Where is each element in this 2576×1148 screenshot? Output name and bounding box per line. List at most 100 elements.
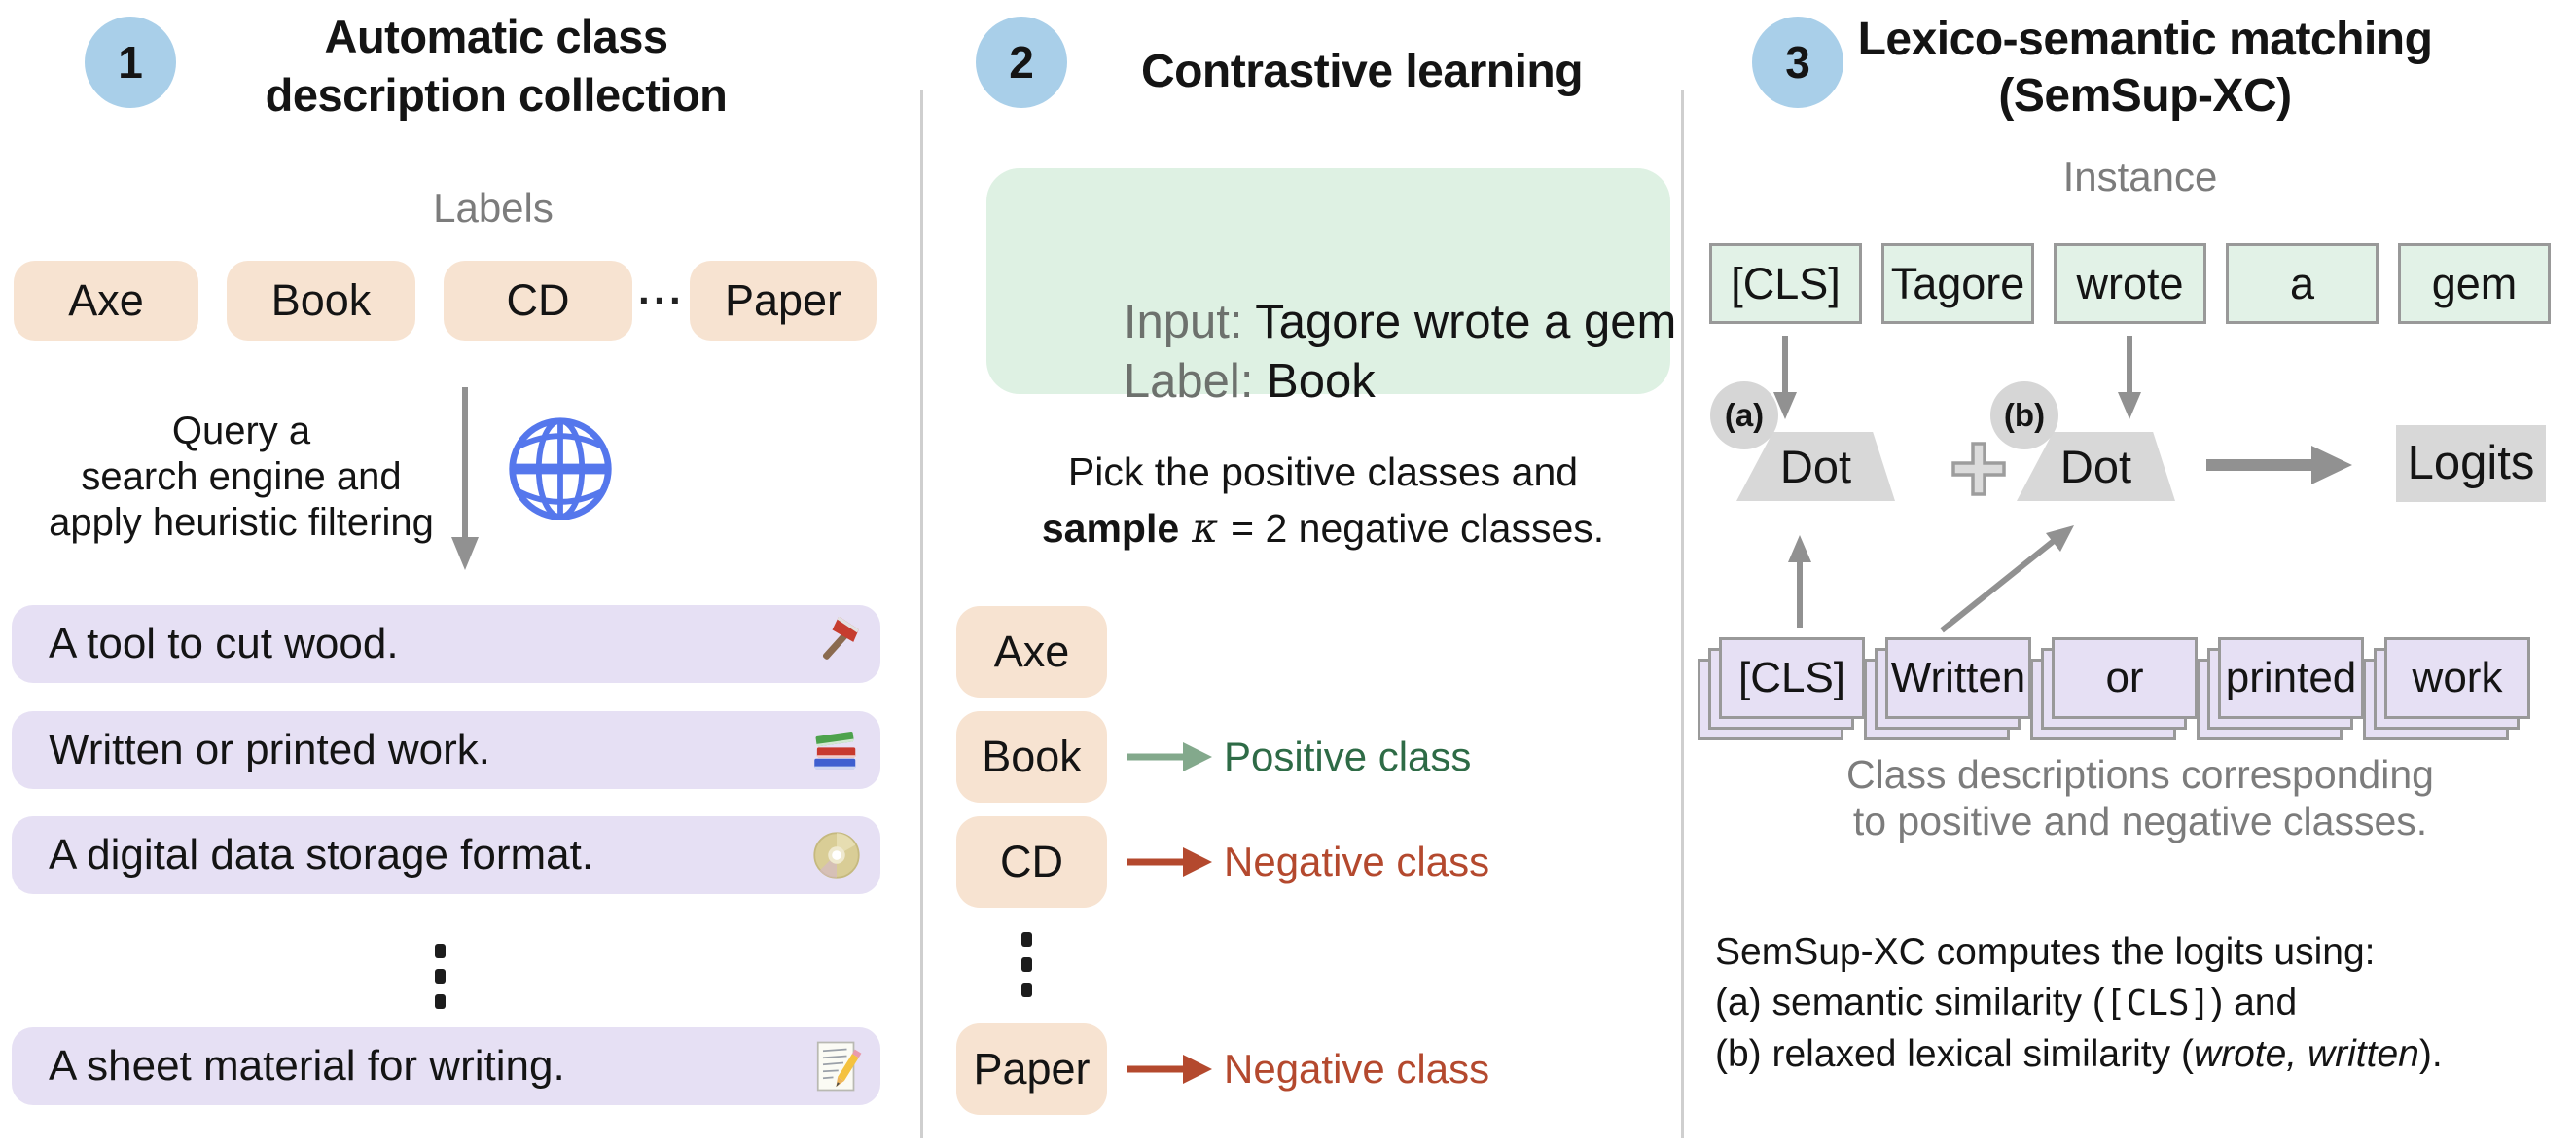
instance-token: Tagore: [1881, 243, 2034, 324]
description-token-stack: [CLS]: [1698, 637, 1865, 742]
instance-heading: Instance: [2062, 154, 2218, 199]
panel-1-title-line1: Automatic class: [324, 11, 668, 62]
positive-arrow-icon: [1127, 742, 1212, 771]
stack-caption-line2: to positive and negative classes.: [1852, 799, 2428, 843]
description-token-stack: Written: [1864, 637, 2031, 742]
negative-class-annotation: Negative class: [1224, 1046, 1490, 1092]
labels-ellipsis: ···: [638, 277, 685, 323]
query-step-text: Query a search engine and apply heuristi…: [27, 409, 455, 546]
class-box-cd: CD: [956, 816, 1107, 908]
vertical-ellipsis-dot: [435, 969, 446, 984]
panel-2-title: Contrastive learning: [1140, 46, 1584, 97]
panel-divider-2: [1681, 90, 1684, 1138]
label-value: Book: [1253, 355, 1376, 408]
description-row: A sheet material for writing.: [12, 1027, 880, 1105]
label-label: Label:: [1123, 355, 1254, 408]
panel-1-title-line2: description collection: [265, 69, 728, 121]
example-label-line: Label: Book: [1018, 293, 1376, 471]
class-box-axe: Axe: [956, 606, 1107, 698]
footnote-line2: (a) semantic similarity ([CLS]) and: [1715, 982, 2298, 1023]
panel-3-title-line2: (SemSup-XC): [1998, 70, 2292, 122]
positive-class-annotation: Positive class: [1224, 734, 1472, 779]
step-3-badge: 3: [1752, 17, 1843, 108]
stack-caption-line1: Class descriptions corresponding: [1846, 752, 2434, 797]
instance-token: wrote: [2054, 243, 2206, 324]
query-line1: Query a: [171, 410, 311, 452]
negative-class-annotation: Negative class: [1224, 839, 1490, 884]
description-token-cls: [CLS]: [1719, 637, 1865, 719]
description-row: A tool to cut wood.: [12, 605, 880, 683]
dot-product-a: Dot: [1736, 432, 1895, 501]
vertical-ellipsis-dot: [435, 994, 446, 1009]
op-a-badge: (a): [1710, 381, 1778, 449]
description-text: Written or printed work.: [49, 726, 491, 773]
description-token-stack: work: [2363, 637, 2530, 742]
step-1-badge: 1: [85, 17, 176, 108]
down-arrow-icon: [451, 387, 479, 570]
label-box-cd: CD: [444, 261, 632, 341]
vertical-ellipsis-dot: [1021, 957, 1032, 972]
example-input-line: Input: Tagore wrote a gem: [1018, 233, 1676, 412]
labels-heading: Labels: [433, 185, 554, 231]
lexical-terms: wrote, written: [2193, 1033, 2419, 1075]
input-value: Tagore wrote a gem: [1242, 296, 1677, 348]
label-box-book: Book: [227, 261, 415, 341]
description-token-stack: printed: [2197, 637, 2364, 742]
description-token: or: [2052, 637, 2198, 719]
footnote-line3: (b) relaxed lexical similarity (wrote, w…: [1715, 1033, 2443, 1075]
description-text: A digital data storage format.: [49, 831, 594, 879]
down-arrow-icon: [1773, 336, 1797, 419]
footnote-line1: SemSup-XC computes the logits using:: [1715, 931, 2376, 973]
down-arrow-icon: [2118, 336, 2141, 419]
instance-token-cls: [CLS]: [1709, 243, 1862, 324]
vertical-ellipsis-dot: [1021, 932, 1032, 947]
query-line3: apply heuristic filtering: [49, 501, 434, 544]
description-row: A digital data storage format.: [12, 816, 880, 894]
instruction-rest: = 2 negative classes.: [1231, 506, 1605, 551]
globe-icon: [509, 417, 612, 520]
description-token: work: [2384, 637, 2530, 719]
panel-3-title-line1: Lexico-semantic matching: [1857, 14, 2433, 65]
negative-arrow-icon: [1127, 847, 1212, 877]
query-line2: search engine and: [81, 455, 402, 498]
sampling-instruction: Pick the positive classes and sample κ =…: [1012, 444, 1634, 556]
label-box-axe: Axe: [14, 261, 198, 341]
training-example-box: Input: Tagore wrote a gem Label: Book: [986, 168, 1676, 408]
negative-arrow-icon: [1127, 1055, 1212, 1084]
axe-icon: [822, 617, 859, 660]
step-2-badge: 2: [976, 17, 1067, 108]
op-b-badge: (b): [1990, 381, 2058, 449]
cls-code: [CLS]: [2104, 984, 2211, 1023]
cd-icon: [813, 832, 860, 879]
instruction-line1: Pick the positive classes and: [1067, 449, 1579, 494]
description-text: A sheet material for writing.: [49, 1042, 565, 1090]
plus-icon: [1951, 442, 2006, 496]
panel-3-title: Lexico-semantic matching (SemSup-XC): [1756, 12, 2534, 125]
instruction-bold: sample: [1041, 506, 1180, 551]
books-icon: [814, 731, 856, 770]
logits-box: Logits: [2396, 425, 2546, 502]
instance-token: a: [2226, 243, 2379, 324]
input-label: Input:: [1123, 296, 1243, 348]
panel-divider-1: [920, 90, 923, 1138]
description-token: Written: [1885, 637, 2031, 719]
panel-1-title: Automatic class description collection: [107, 8, 885, 125]
vertical-ellipsis-dot: [1021, 983, 1032, 997]
description-token: printed: [2218, 637, 2364, 719]
footnote: SemSup-XC computes the logits using: (a)…: [1715, 927, 2576, 1080]
stack-caption: Class descriptions corresponding to posi…: [1741, 751, 2539, 844]
diagonal-arrow-icon: [1940, 525, 2074, 633]
instance-token: gem: [2398, 243, 2551, 324]
up-arrow-icon: [1788, 535, 1811, 628]
instruction-line2: sample κ = 2 negative classes.: [1012, 500, 1634, 556]
class-box-paper: Paper: [956, 1023, 1107, 1115]
description-text: A tool to cut wood.: [49, 620, 399, 667]
kappa-symbol: κ: [1179, 505, 1232, 552]
class-box-book: Book: [956, 711, 1107, 803]
memo-icon: [816, 1041, 862, 1092]
label-box-paper: Paper: [690, 261, 877, 341]
